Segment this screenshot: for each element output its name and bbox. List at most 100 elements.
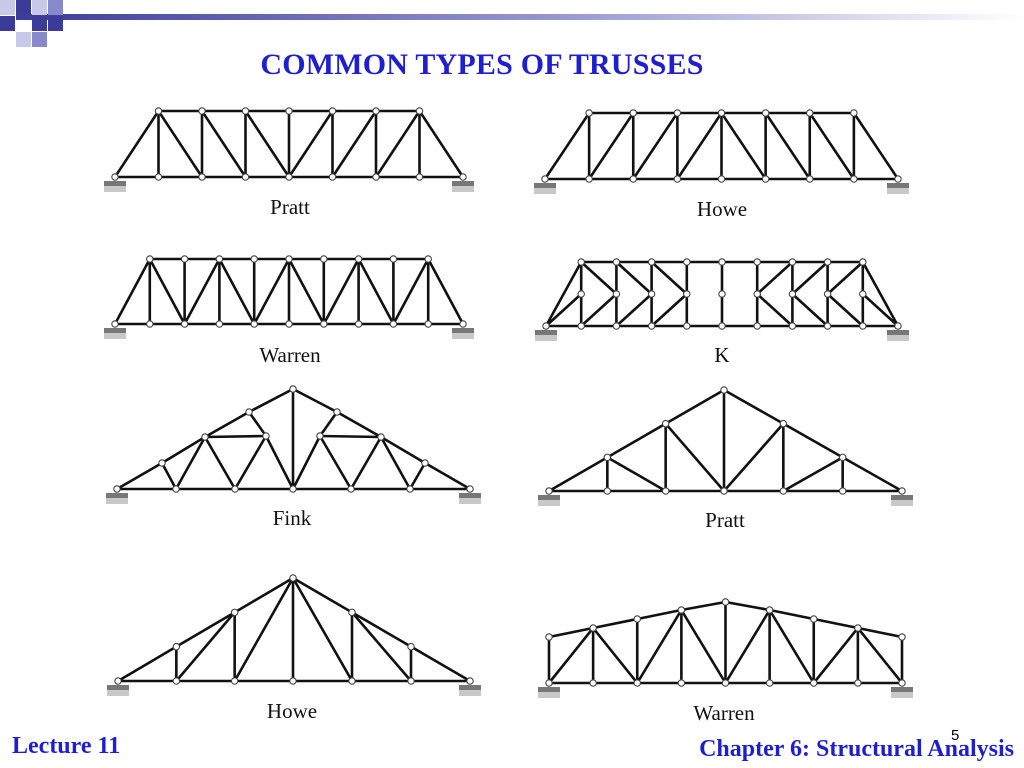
truss-joint — [250, 320, 258, 328]
decor-square — [0, 16, 15, 31]
truss-member — [547, 456, 609, 493]
truss-member — [826, 260, 865, 296]
truss-member — [782, 456, 844, 493]
truss-joint — [633, 679, 641, 687]
truss-member — [768, 608, 816, 685]
truss-member — [579, 292, 618, 328]
support-shadow — [452, 333, 474, 339]
truss-member — [720, 111, 767, 181]
truss-member — [423, 461, 472, 491]
truss-joint — [603, 487, 612, 495]
truss-joint — [809, 679, 818, 687]
truss-joint — [823, 258, 832, 266]
truss-joint — [230, 677, 239, 685]
support — [887, 183, 909, 188]
truss-member — [724, 608, 771, 685]
truss-joint — [661, 419, 670, 428]
truss-member — [379, 435, 427, 465]
truss-joint — [172, 677, 181, 685]
truss-member — [812, 617, 860, 630]
truss-joint — [407, 642, 415, 651]
support-shadow — [891, 692, 913, 698]
truss-joint — [612, 258, 621, 266]
truss-member — [247, 410, 268, 438]
truss-member — [322, 257, 360, 326]
truss-joint — [111, 173, 119, 181]
support — [106, 493, 128, 498]
support — [538, 687, 560, 692]
truss-joint — [718, 290, 726, 298]
truss-member — [764, 111, 812, 181]
truss-member — [160, 435, 207, 465]
truss-joint — [250, 255, 258, 263]
truss-label-pratt-bridge: Pratt — [270, 195, 310, 219]
truss-joint — [753, 290, 761, 298]
truss-member — [318, 434, 383, 439]
support-shadow — [887, 335, 909, 341]
truss-member — [852, 111, 900, 181]
truss-member — [252, 257, 291, 326]
truss-joint — [718, 322, 726, 330]
truss-joint — [677, 679, 686, 687]
truss-joint — [683, 258, 691, 266]
truss-warren-roof — [538, 598, 913, 698]
truss-member — [291, 434, 322, 491]
truss-joint — [718, 258, 726, 266]
truss-member — [408, 461, 427, 491]
truss-joint — [146, 320, 154, 328]
support-shadow — [459, 498, 481, 504]
truss-member — [113, 109, 160, 179]
truss-joint — [285, 173, 293, 181]
truss-member — [635, 608, 683, 685]
truss-member — [680, 608, 727, 685]
truss-joint — [459, 173, 467, 181]
truss-member — [318, 434, 353, 491]
truss-member — [160, 461, 178, 491]
support-shadow — [104, 186, 126, 192]
truss-joint — [838, 453, 847, 462]
support — [891, 687, 913, 692]
slide-corner-decoration — [0, 0, 1024, 47]
truss-joint — [354, 320, 363, 328]
truss-member — [861, 292, 900, 328]
decor-square — [32, 16, 47, 31]
truss-joint — [717, 175, 726, 183]
truss-member — [664, 388, 726, 425]
truss-member — [218, 257, 256, 326]
truss-joint — [201, 433, 209, 441]
truss-member — [768, 608, 816, 621]
truss-joint — [285, 255, 293, 263]
truss-joint — [466, 485, 474, 493]
decor-square — [32, 0, 47, 15]
truss-member — [544, 292, 583, 328]
truss-joint — [289, 385, 297, 393]
truss-member — [615, 292, 653, 328]
truss-member — [287, 109, 334, 179]
truss-member — [631, 111, 679, 181]
support — [107, 685, 129, 690]
truss-joint — [788, 258, 797, 266]
support — [452, 181, 474, 186]
truss-joint — [721, 679, 730, 687]
truss-joint — [788, 322, 797, 330]
truss-joint — [320, 320, 328, 328]
truss-howe-roof — [107, 574, 481, 696]
truss-joint — [172, 642, 181, 651]
support — [891, 495, 913, 500]
truss-member — [318, 410, 339, 438]
truss-joint — [113, 485, 121, 493]
truss-fink-roof — [106, 385, 481, 504]
truss-member — [841, 456, 904, 493]
truss-joint — [198, 107, 206, 115]
truss-joint — [629, 109, 637, 117]
truss-joint — [377, 433, 385, 441]
support-shadow — [887, 188, 909, 194]
support — [534, 183, 556, 188]
truss-member — [418, 109, 465, 179]
truss-joint — [180, 255, 189, 263]
truss-member — [350, 611, 413, 648]
truss-joint — [415, 107, 424, 115]
truss-joint — [589, 624, 597, 632]
support-shadow — [534, 188, 556, 194]
truss-joint — [859, 322, 867, 330]
